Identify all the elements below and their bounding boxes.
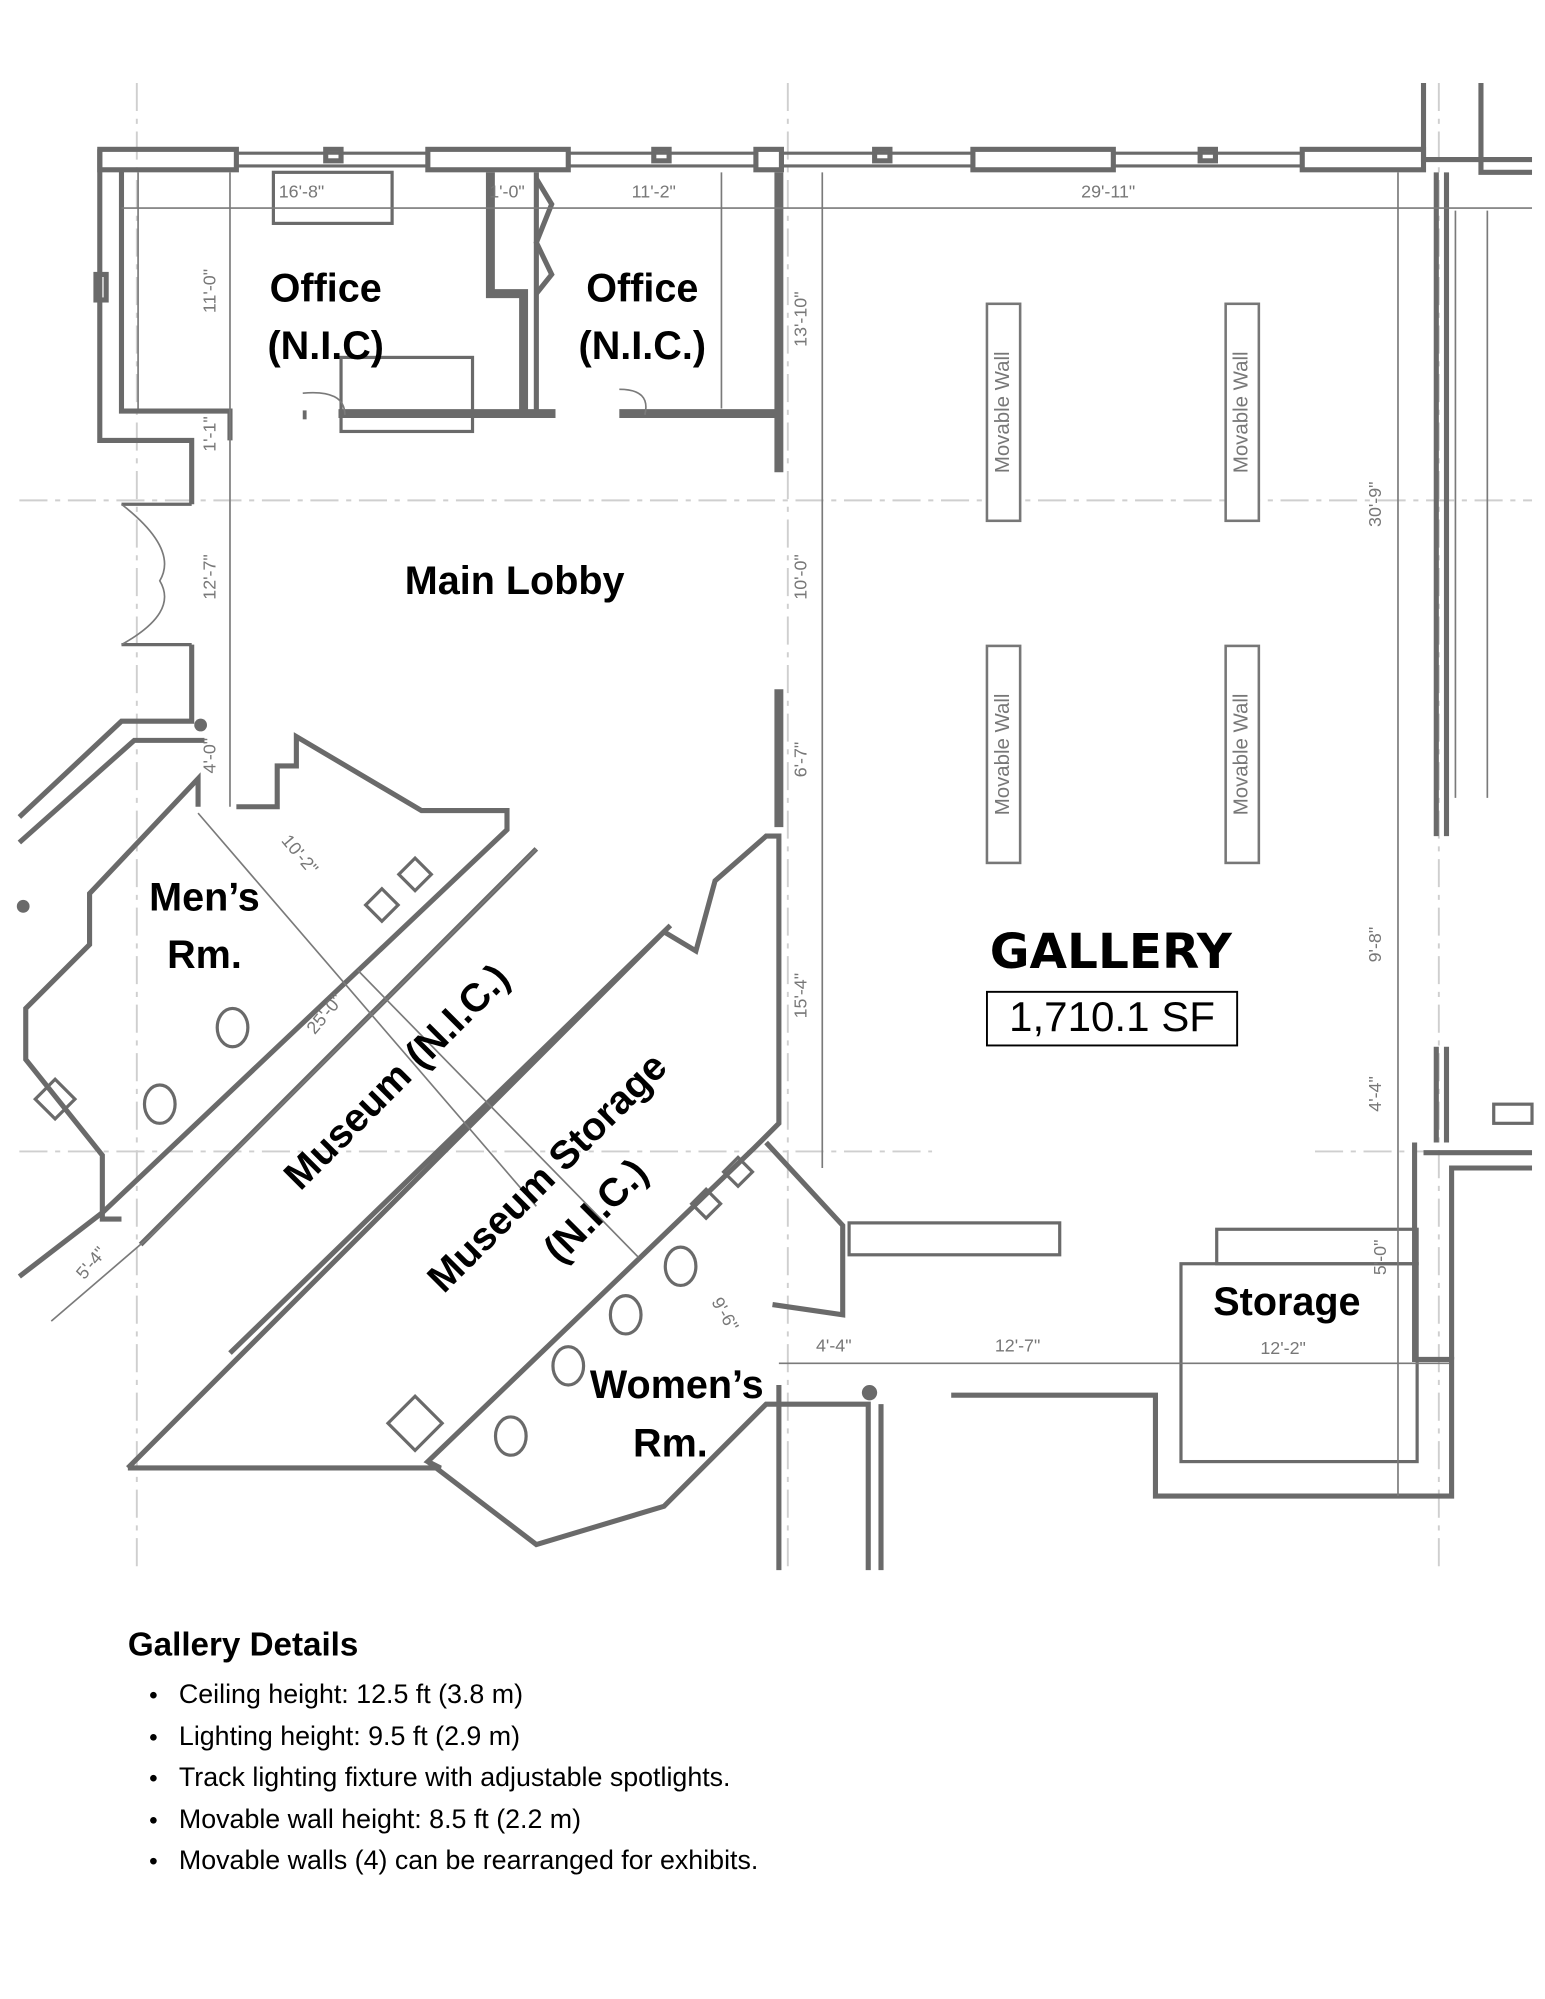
office-walls bbox=[137, 170, 782, 434]
fixtures bbox=[142, 855, 755, 1457]
womens-room-rm: Rm. bbox=[633, 1422, 708, 1466]
dim-top-4: 29'-11" bbox=[1081, 181, 1135, 201]
dim-top-3: 11'-2" bbox=[632, 181, 676, 201]
details-item: Ceiling height: 12.5 ft (3.8 m) bbox=[179, 1679, 523, 1709]
details-item: Lighting height: 9.5 ft (2.9 m) bbox=[179, 1721, 520, 1751]
mens-room-rm: Rm. bbox=[167, 933, 242, 977]
dim-right-3: 4'-4" bbox=[1365, 1076, 1385, 1112]
office-2-label: Office bbox=[586, 266, 698, 310]
dim-diag-1: 10'-2" bbox=[278, 831, 323, 879]
gallery-walls bbox=[774, 172, 1534, 1499]
movable-wall-label: Movable Wall bbox=[1231, 351, 1253, 473]
dim-right-4: 5'-0" bbox=[1370, 1240, 1390, 1276]
movable-wall-label: Movable Wall bbox=[1231, 694, 1253, 816]
dim-center-2: 10'-0" bbox=[791, 554, 811, 600]
movable-walls: Movable Wall Movable Wall Movable Wall M… bbox=[985, 302, 1261, 865]
diagonal-rooms-walls bbox=[16, 718, 884, 1571]
dim-center-1: 13'-10" bbox=[791, 291, 811, 346]
dim-right-1: 30'-9" bbox=[1365, 481, 1385, 527]
dim-diag-4: 9'-6" bbox=[708, 1294, 743, 1335]
dim-top-2: 1'-0" bbox=[489, 181, 525, 201]
dim-left-1: 11'-0" bbox=[200, 269, 220, 313]
gallery-area-box bbox=[985, 990, 1239, 1047]
gallery-area: 1,710.1 SF bbox=[1009, 993, 1215, 1040]
office-1-nic: (N.I.C) bbox=[267, 324, 383, 368]
movable-wall-label: Movable Wall bbox=[992, 694, 1014, 816]
gallery-label: GALLERY bbox=[990, 924, 1233, 980]
mens-room-label: Men’s bbox=[149, 875, 260, 919]
movable-wall-label: Movable Wall bbox=[992, 351, 1014, 473]
dim-diag-3: 5'-4" bbox=[72, 1243, 110, 1283]
exterior-walls bbox=[17, 82, 1533, 845]
details-list: Ceiling height: 12.5 ft (3.8 m) Lighting… bbox=[150, 1679, 758, 1875]
details-title: Gallery Details bbox=[128, 1627, 359, 1664]
office-1-label: Office bbox=[270, 266, 382, 310]
storage-label: Storage bbox=[1213, 1280, 1360, 1324]
room-labels: Office (N.I.C) Office (N.I.C.) Main Lobb… bbox=[149, 266, 1360, 1465]
details-item: Movable walls (4) can be rearranged for … bbox=[179, 1845, 758, 1875]
dim-center-3: 6'-7" bbox=[791, 742, 811, 778]
dim-bottom-3: 12'-2" bbox=[1260, 1338, 1306, 1358]
dim-right-2: 9'-8" bbox=[1365, 927, 1385, 963]
details-item: Movable wall height: 8.5 ft (2.2 m) bbox=[179, 1804, 581, 1834]
dimension-lines bbox=[50, 172, 1533, 1497]
dim-left-2: 1'-1" bbox=[200, 416, 220, 452]
movable-wall[interactable]: Movable Wall bbox=[1224, 302, 1261, 523]
movable-wall[interactable]: Movable Wall bbox=[985, 644, 1022, 865]
dim-left-4: 4'-0" bbox=[200, 738, 220, 774]
movable-wall[interactable]: Movable Wall bbox=[1224, 644, 1261, 865]
movable-wall[interactable]: Movable Wall bbox=[985, 302, 1022, 523]
dim-bottom-2: 12'-7" bbox=[995, 1335, 1041, 1355]
main-lobby-label: Main Lobby bbox=[405, 559, 625, 603]
dim-center-4: 15'-4" bbox=[791, 973, 811, 1018]
details-item: Track lighting fixture with adjustable s… bbox=[179, 1762, 731, 1792]
dim-bottom-1: 4'-4" bbox=[816, 1335, 852, 1355]
dim-top-1: 16'-8" bbox=[279, 181, 325, 201]
womens-room-label: Women’s bbox=[590, 1363, 764, 1407]
gallery-details: Gallery Details Ceiling height: 12.5 ft … bbox=[128, 1627, 758, 1875]
dim-left-3: 12'-7" bbox=[200, 554, 220, 600]
office-2-nic: (N.I.C.) bbox=[579, 324, 706, 368]
